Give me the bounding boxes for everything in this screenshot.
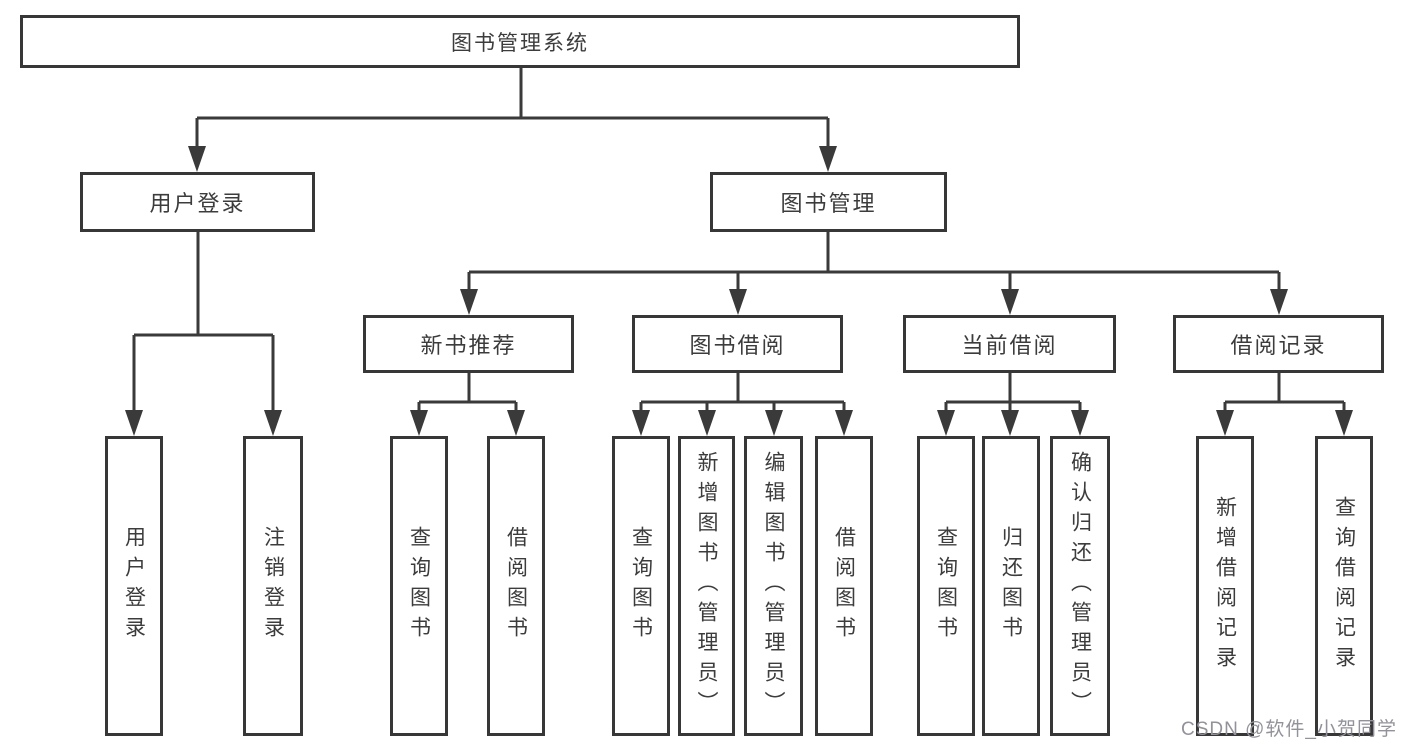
node-label: 图书借阅 [689,333,786,358]
node-label: 查询借阅记录 [1332,496,1356,676]
node-label: 用户登录 [122,526,146,646]
node-label: 借阅图书 [504,526,528,646]
node-label: 新增图书（管理员） [695,451,718,721]
leaf-borrow-books: 借阅图书 [815,436,873,736]
leaf-query-books-recommend: 查询图书 [390,436,448,736]
node-user-login: 用户登录 [80,172,315,232]
node-label: 用户登录 [149,191,246,216]
leaf-query-books-current: 查询图书 [917,436,975,736]
node-label: 当前借阅 [961,333,1058,358]
node-label: 借阅记录 [1230,333,1327,358]
node-label: 借阅图书 [832,526,856,646]
leaf-edit-books-admin: 编辑图书（管理员） [744,436,803,736]
node-label: 确认归还（管理员） [1068,451,1092,721]
node-library-management-system: 图书管理系统 [20,15,1020,68]
node-label: 归还图书 [999,526,1023,646]
leaf-query-borrow-record: 查询借阅记录 [1315,436,1373,736]
leaf-user-login: 用户登录 [105,436,163,736]
leaf-return-books: 归还图书 [982,436,1040,736]
leaf-query-books-borrow: 查询图书 [612,436,670,736]
csdn-watermark: CSDN @软件_小贺同学 [1181,719,1397,740]
node-current-borrowing: 当前借阅 [903,315,1116,373]
node-label: 图书管理系统 [451,31,589,55]
node-label: 查询图书 [629,526,653,646]
node-label: 新书推荐 [420,333,517,358]
leaf-logout: 注销登录 [243,436,303,736]
node-label: 查询图书 [407,526,431,646]
leaf-confirm-return-admin: 确认归还（管理员） [1050,436,1110,736]
node-book-borrowing: 图书借阅 [632,315,843,373]
leaf-add-books-admin: 新增图书（管理员） [678,436,735,736]
node-label: 编辑图书（管理员） [762,451,785,721]
node-label: 新增借阅记录 [1213,496,1237,676]
node-label: 图书管理 [780,191,877,216]
leaf-borrow-books-recommend: 借阅图书 [487,436,545,736]
node-book-management: 图书管理 [710,172,947,232]
node-new-book-recommendation: 新书推荐 [363,315,574,373]
leaf-add-borrow-record: 新增借阅记录 [1196,436,1254,736]
node-label: 查询图书 [934,526,958,646]
node-borrowing-records: 借阅记录 [1173,315,1384,373]
node-label: 注销登录 [261,526,285,646]
